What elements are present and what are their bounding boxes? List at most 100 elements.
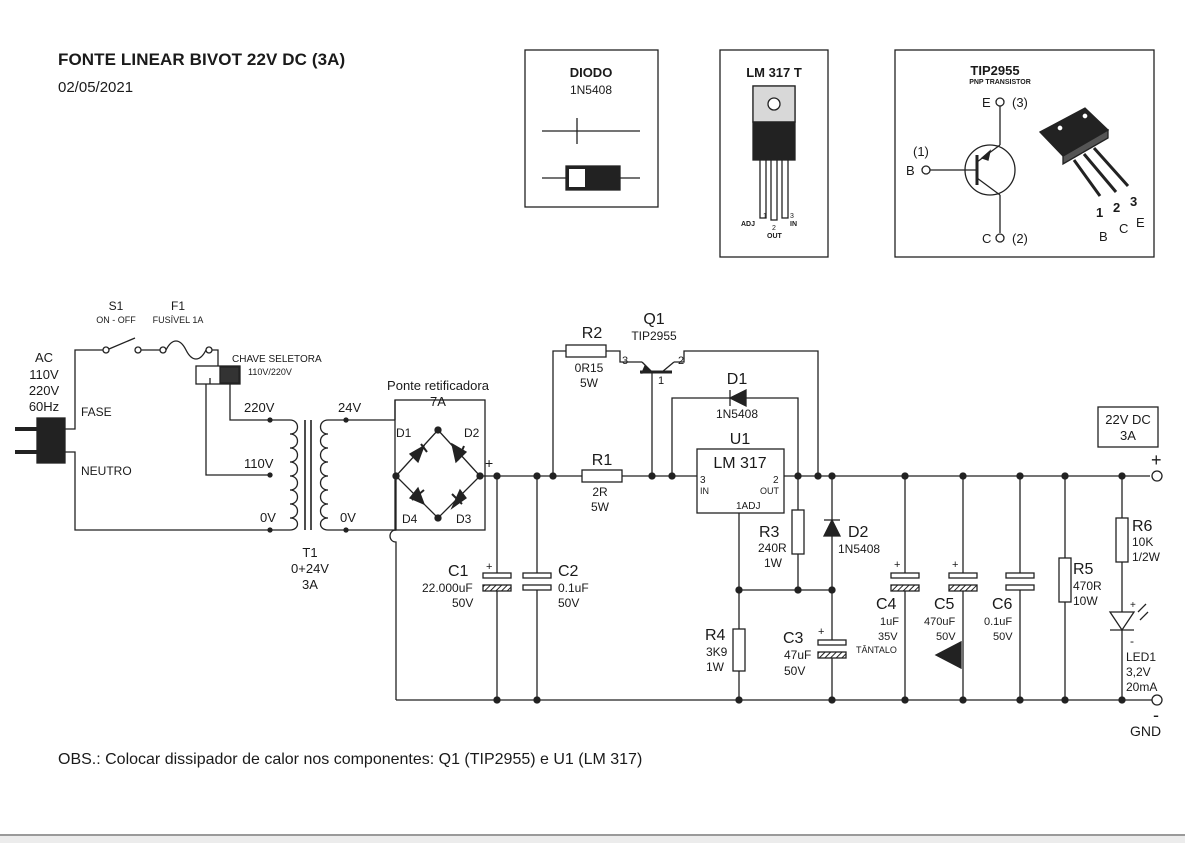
tip-title: TIP2955: [970, 63, 1019, 78]
u1-label: U1: [730, 431, 751, 448]
c3-label: C3: [783, 630, 804, 647]
capacitor-c4: [890, 572, 920, 579]
v110-label: 110V: [244, 456, 274, 471]
d1-value: 1N5408: [716, 407, 758, 421]
d1-label: D1: [727, 371, 748, 388]
r3-watt: 1W: [764, 556, 783, 570]
v24-label: 24V: [338, 400, 361, 415]
tip-c: C: [982, 231, 991, 246]
voltage-selector: [195, 365, 241, 385]
c5-label: C5: [934, 596, 955, 613]
c4-type: TÂNTALO: [856, 645, 897, 655]
transformer-t1: [267, 417, 349, 533]
r3-label: R3: [759, 524, 780, 541]
transistor-q1: [640, 361, 675, 374]
u1-in-num: 3: [700, 475, 706, 486]
r4-label: R4: [705, 627, 726, 644]
regulator-u1: [696, 448, 785, 514]
resistor-r4: [732, 628, 746, 672]
r1-value: 2R: [592, 485, 608, 499]
r6-label: R6: [1132, 518, 1153, 535]
diodo-box: [524, 49, 659, 208]
bridge-plus: +: [485, 455, 493, 471]
r2-label: R2: [582, 325, 603, 342]
r2-watt: 5W: [580, 376, 599, 390]
ac-220: 220V: [29, 383, 60, 398]
resistor-r2: [565, 344, 607, 358]
tip2955-box: [894, 49, 1155, 258]
f1-sub: FUSÍVEL 1A: [153, 315, 204, 325]
s1-label: S1: [109, 299, 124, 313]
capacitor-c3: [817, 639, 847, 646]
output-minus: -: [1153, 705, 1159, 725]
s1-sub: ON - OFF: [96, 315, 136, 325]
bridge-d4: D4: [402, 512, 418, 526]
ac-60hz: 60Hz: [29, 399, 59, 414]
led1: [1108, 611, 1136, 632]
r1-watt: 5W: [591, 500, 610, 514]
lm317-pin1-name: ADJ: [741, 221, 755, 228]
c2-label: C2: [558, 563, 579, 580]
resistor-r3: [791, 509, 805, 555]
r6-watt: 1/2W: [1132, 550, 1161, 564]
led1-label: LED1: [1126, 650, 1156, 664]
r5-value: 470R: [1073, 579, 1102, 593]
c3-value: 47uF: [784, 648, 811, 662]
q1-pin3: 3: [622, 355, 628, 367]
v0b-label: 0V: [340, 510, 356, 525]
diode-symbol: [934, 640, 962, 670]
switch-s1: [108, 337, 136, 350]
ponte-amp: 7A: [430, 394, 446, 409]
d2-label: D2: [848, 524, 869, 541]
tip-pkg-pin1: 1: [1096, 205, 1103, 220]
capacitor-c1: [482, 572, 512, 579]
d2-value: 1N5408: [838, 542, 880, 556]
c5-plus: +: [952, 559, 958, 571]
tip2955-package: [1038, 107, 1130, 197]
c5-volt: 50V: [936, 631, 956, 643]
led-minus: -: [1130, 634, 1134, 648]
lm317-title: LM 317 T: [746, 65, 802, 80]
tip-sub: PNP TRANSISTOR: [969, 79, 1031, 86]
resistor-r6: [1115, 517, 1129, 563]
neutro-label: NEUTRO: [81, 464, 132, 478]
t1-label: T1: [302, 545, 317, 560]
output-voltage: 22V DC: [1105, 412, 1151, 427]
r3-value: 240R: [758, 541, 787, 555]
chave-sub: 110V/220V: [248, 367, 292, 377]
r2-value: 0R15: [575, 361, 604, 375]
lm317-pin2: 2: [772, 225, 776, 232]
tip-c-num: (2): [1012, 231, 1028, 246]
capacitor-c6: [1005, 572, 1035, 579]
u1-name: LM 317: [713, 455, 766, 472]
c1-plus: +: [486, 561, 492, 573]
tip-b-num: (1): [913, 144, 929, 159]
c3-volt: 50V: [784, 664, 805, 678]
q1-pin1: 1: [658, 375, 664, 387]
c4-volt: 35V: [878, 631, 898, 643]
tip-pkg-pin3: 3: [1130, 194, 1137, 209]
date-label: 02/05/2021: [58, 79, 134, 96]
diodo-sub: 1N5408: [570, 83, 612, 97]
v220-label: 220V: [244, 400, 275, 415]
lm317-pin3: 3: [790, 213, 794, 220]
fase-label: FASE: [81, 405, 112, 419]
c1-value: 22.000uF: [422, 581, 473, 595]
lm317-pin2-name: OUT: [767, 233, 783, 240]
u1-out: OUT: [760, 486, 780, 496]
t1-volt: 0+24V: [291, 561, 329, 576]
r6-value: 10K: [1132, 535, 1153, 549]
bridge-d1: D1: [396, 426, 412, 440]
diode-d1: [728, 388, 747, 408]
q1-value: TIP2955: [631, 329, 677, 343]
lm317-box: [719, 49, 829, 258]
ac-label: AC: [35, 350, 53, 365]
u1-in: IN: [700, 486, 709, 496]
q1-label: Q1: [643, 311, 664, 328]
c4-plus: +: [894, 559, 900, 571]
page-title: FONTE LINEAR BIVOT 22V DC (3A): [58, 50, 346, 69]
tip-pkg-e: E: [1136, 215, 1145, 230]
observation-note: OBS.: Colocar dissipador de calor nos co…: [58, 751, 643, 768]
lm317-pin1: 1: [763, 213, 767, 220]
